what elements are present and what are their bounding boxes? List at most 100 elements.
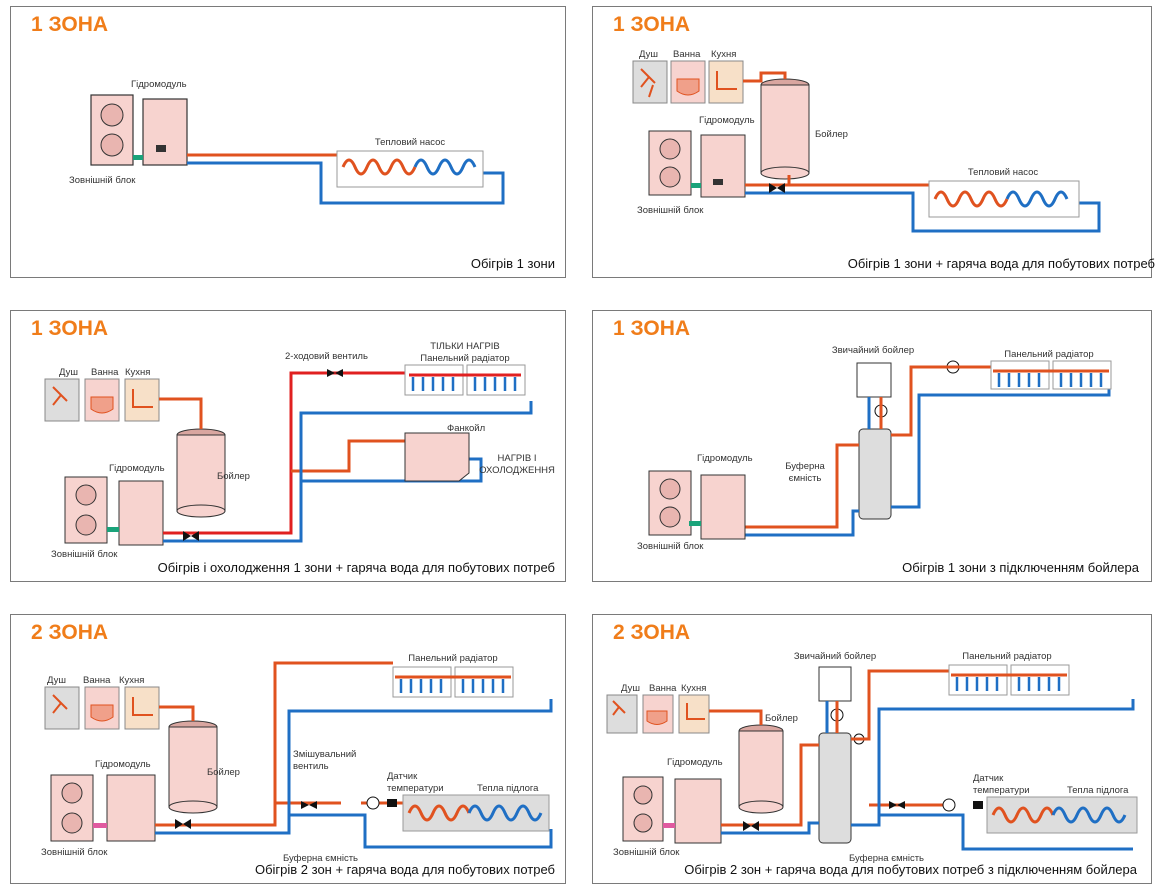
label-hydromodule: Гідромодуль bbox=[131, 79, 187, 90]
label-boiler: Бойлер bbox=[217, 471, 250, 482]
label-mixing2: вентиль bbox=[293, 761, 329, 772]
label-buffer: Буферна ємність bbox=[283, 853, 358, 864]
diagram-zone2-dhw-boiler: Душ Ванна Кухня Звичайний бо bbox=[606, 651, 1138, 864]
label-regboiler: Звичайний бойлер bbox=[794, 651, 876, 662]
label-radiator: Панельний радіатор bbox=[408, 653, 497, 664]
panel-zone1-with-boiler: 1 ЗОНА Звичайний бойлер Панельний радіат… bbox=[592, 310, 1152, 582]
buffer-tank bbox=[818, 732, 852, 844]
outdoor-unit bbox=[90, 94, 134, 166]
label-buffer: Буферна ємність bbox=[849, 853, 924, 864]
label-kitchen: Кухня bbox=[119, 675, 144, 686]
panel-zone1-heating: 1 ЗОНА Гідромодуль Зовнішній блок Теплов… bbox=[10, 6, 566, 278]
panel-caption: Обігрів 1 зони + гаряча вода для побутов… bbox=[847, 256, 1155, 271]
label-kitchen: Кухня bbox=[125, 367, 150, 378]
label-outdoor: Зовнішній блок bbox=[69, 175, 136, 186]
kitchen-icon bbox=[716, 71, 737, 90]
label-hydromodule: Гідромодуль bbox=[697, 453, 753, 464]
3way-valve-icon bbox=[769, 183, 785, 193]
3way-valve-icon bbox=[175, 819, 191, 829]
diagram-zone1-heating-dhw: Душ Ванна Кухня Гідромодуль Бойлер Зовні… bbox=[632, 49, 1101, 233]
label-sensor2: температури bbox=[387, 783, 444, 794]
panel-title: 1 ЗОНА bbox=[613, 13, 691, 36]
label-mixing1: Змішувальний bbox=[293, 749, 356, 760]
label-kitchen: Кухня bbox=[681, 683, 706, 694]
panel-caption: Обігрів 1 зони bbox=[470, 256, 555, 271]
label-hydromodule: Гідромодуль bbox=[95, 759, 151, 770]
label-boiler: Бойлер bbox=[765, 713, 798, 724]
dhw-icons bbox=[632, 60, 744, 104]
shower-icon bbox=[52, 694, 68, 714]
hydromodule bbox=[142, 98, 188, 166]
label-floor: Тепла підлога bbox=[1067, 785, 1129, 796]
label-heatpump: Тепловий насос bbox=[968, 167, 1039, 178]
label-shower: Душ bbox=[639, 49, 658, 60]
label-boiler: Бойлер bbox=[207, 767, 240, 778]
green-link bbox=[133, 155, 143, 160]
label-valve2: 2-ходовий вентиль bbox=[285, 351, 368, 362]
panel-title: 2 ЗОНА bbox=[613, 621, 691, 644]
kitchen-icon bbox=[132, 389, 153, 408]
regular-boiler bbox=[856, 362, 892, 398]
heatpump-coil-box bbox=[336, 150, 484, 188]
label-regboiler: Звичайний бойлер bbox=[832, 345, 914, 356]
2way-valve-icon bbox=[327, 369, 343, 377]
hydromodule bbox=[700, 134, 746, 198]
shower-icon bbox=[640, 68, 656, 98]
label-bath: Ванна bbox=[91, 367, 119, 378]
label-buffer1: Буферна bbox=[785, 461, 825, 472]
label-radiator: Панельний радіатор bbox=[962, 651, 1051, 662]
cold-pipe bbox=[187, 161, 505, 205]
shower-icon bbox=[612, 700, 626, 716]
label-sensor2: температури bbox=[973, 785, 1030, 796]
bath-icon bbox=[90, 704, 114, 722]
3way-valve-icon bbox=[183, 531, 199, 541]
label-bath: Ванна bbox=[83, 675, 111, 686]
label-bath: Ванна bbox=[649, 683, 677, 694]
coil-cold bbox=[413, 158, 477, 176]
label-sensor1: Датчик bbox=[387, 771, 418, 782]
panel-title: 1 ЗОНА bbox=[31, 13, 109, 36]
panel-zone2-dhw-boiler: 2 ЗОНА Душ Ванна Кухня bbox=[592, 614, 1152, 884]
label-radiator: Панельний радіатор bbox=[420, 353, 509, 364]
outdoor-unit bbox=[648, 130, 692, 196]
label-buffer2: ємність bbox=[789, 473, 822, 484]
sensor-icon bbox=[387, 799, 397, 807]
label-outdoor: Зовнішній блок bbox=[51, 549, 118, 560]
sensor-icon bbox=[973, 801, 983, 809]
label-heatcool2: ОХОЛОДЖЕННЯ bbox=[479, 465, 555, 476]
label-bath: Ванна bbox=[673, 49, 701, 60]
diagram-zone1-heat-cool-dhw: Душ Ванна Кухня 2-ходовий вентиль ТІЛЬКИ… bbox=[44, 341, 555, 560]
pump-icon bbox=[942, 798, 956, 812]
label-hydromodule: Гідромодуль bbox=[109, 463, 165, 474]
diagram-zone2-dhw: Душ Ванна Кухня Панельний радіатор Гідро… bbox=[41, 653, 553, 864]
label-shower: Душ bbox=[59, 367, 78, 378]
label-radiator: Панельний радіатор bbox=[1004, 349, 1093, 360]
panel-title: 1 ЗОНА bbox=[31, 317, 109, 340]
panel-caption: Обігрів 2 зон + гаряча вода для побутови… bbox=[684, 862, 1137, 877]
diagram-zone1-with-boiler: Звичайний бойлер Панельний радіатор Гідр… bbox=[637, 345, 1112, 552]
coil-hot bbox=[341, 158, 417, 176]
boiler bbox=[760, 78, 810, 180]
shower-icon bbox=[52, 386, 68, 406]
label-shower: Душ bbox=[621, 683, 640, 694]
pump-icon bbox=[366, 796, 380, 810]
bath-icon bbox=[90, 396, 114, 414]
label-outdoor: Зовнішній блок bbox=[613, 847, 680, 858]
label-outdoor: Зовнішній блок bbox=[637, 541, 704, 552]
diagram-zone1-heating: Гідромодуль Зовнішній блок Тепловий насо… bbox=[69, 79, 505, 205]
panel-caption: Обігрів і охолодження 1 зони + гаряча во… bbox=[157, 560, 555, 575]
label-sensor1: Датчик bbox=[973, 773, 1004, 784]
mixing-valve-icon bbox=[889, 801, 905, 809]
panel-caption: Обігрів 1 зони з підключенням бойлера bbox=[902, 560, 1139, 575]
kitchen-icon bbox=[132, 697, 153, 716]
label-boiler: Бойлер bbox=[815, 129, 848, 140]
buffer-tank bbox=[858, 428, 892, 520]
label-heatonly: ТІЛЬКИ НАГРІВ bbox=[430, 341, 500, 352]
panel-zone1-heating-dhw: 1 ЗОНА Душ Ванна Кухня bbox=[592, 6, 1155, 278]
panel-caption: Обігрів 2 зон + гаряча вода для побутови… bbox=[254, 862, 555, 877]
panel-zone1-heat-cool-dhw: 1 ЗОНА Душ Ванна Кухня 2-ходовий вентиль… bbox=[10, 310, 566, 582]
label-fancoil: Фанкойл bbox=[447, 423, 485, 434]
panel-title: 2 ЗОНА bbox=[31, 621, 109, 644]
panel-title: 1 ЗОНА bbox=[613, 317, 691, 340]
label-heatpump: Тепловий насос bbox=[375, 137, 446, 148]
